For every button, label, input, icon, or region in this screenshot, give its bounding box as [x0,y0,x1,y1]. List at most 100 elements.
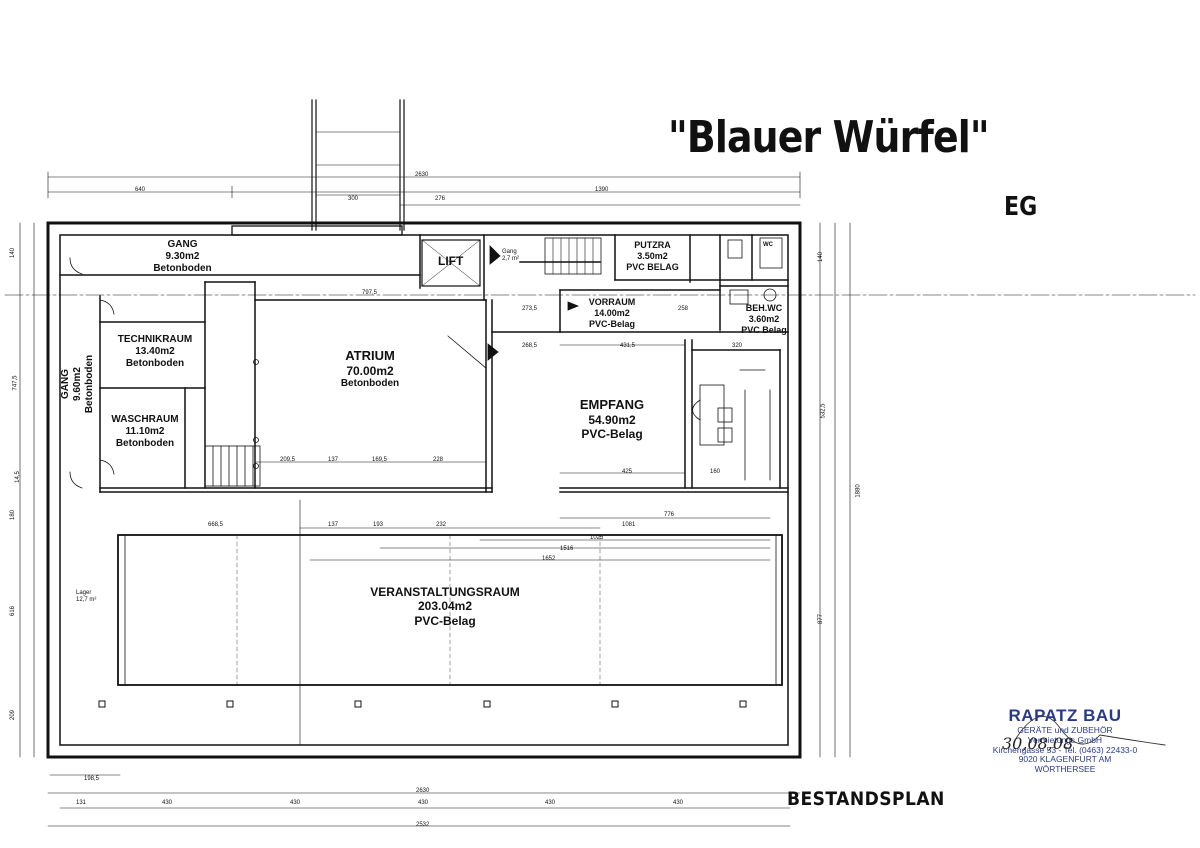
room-area: 3.50m2 [637,250,668,261]
door-swings [69,245,580,489]
dimension-label: 1081 [622,522,636,528]
room-floor: PVC-Belag [414,613,476,628]
dimension-label: 300 [348,196,359,202]
lift-label: LIFT [438,254,464,268]
dimension-label: 273,5 [522,306,538,312]
room-area: 3.60m2 [748,313,780,324]
gang-small-area: 2,7 m² [502,256,520,263]
room-area: 54.90m2 [588,412,636,427]
dimension-label: 776 [664,512,675,518]
room-floor: Betonboden [115,438,175,449]
dimension-label: 140 [10,247,17,259]
dimension-label: 1652 [542,556,556,562]
room-name: BEH.WC [745,303,783,313]
service-rooms [519,234,789,333]
dimension-label: 320 [732,343,743,349]
company-stamp: RAPATZ BAU GERÄTE und ZUBEHÖR Vermietung… [990,706,1140,775]
dimension-label: 640 [135,187,146,193]
dimension-label: 425 [622,469,633,475]
dimension-label: 258 [678,306,689,312]
dimension-label: 532,5 [820,403,827,419]
dimension-label: 228 [433,457,444,463]
dimension-label: 160 [710,469,721,475]
lager-name: Lager [76,590,92,596]
room-beh-wc: BEH.WC 3.60m2 PVC Belag [732,303,796,335]
room-atrium: ATRIUM 70.00m2 Betonboden [310,348,430,390]
dimension-lines [19,171,851,827]
room-area: 9.60m2 [72,367,83,401]
dimension-label: 616 [10,605,17,617]
dimension-label: 2630 [415,172,429,178]
signature-scribble [1014,716,1166,746]
room-veranstaltungsraum: VERANSTALTUNGSRAUM 203.04m2 PVC-Belag [345,585,545,628]
dimension-label: 14,5 [14,471,21,483]
dimension-label: 276 [435,196,446,202]
dimension-label: 131 [76,800,87,806]
room-floor: Betonboden [125,358,185,369]
dimension-label: 1880 [855,484,862,498]
dimension-label: 1390 [595,187,609,193]
signature: 30,08,08 [1002,734,1074,753]
room-area: 13.40m2 [135,346,175,357]
dimension-label: 430 [162,800,173,806]
room-name: GANG [60,369,71,399]
room-name: PUTZRA [634,240,671,250]
room-vorraum: VORRAUM 14.00m2 PVC-Belag [572,297,652,329]
room-name: ATRIUM [345,348,395,363]
room-name: EMPFANG [579,397,645,412]
stamp-line-3: Kirchengasse 53 - Tel. (0463) 22433-0 [992,744,1138,755]
drawing-title: "Blauer Würfel" [668,112,990,163]
room-name: VERANSTALTUNGSRAUM [370,585,520,599]
room-floor: PVC-Belag [588,318,635,329]
dimension-label: 747,5 [12,375,19,391]
room-floor: Betonboden [340,377,400,389]
atrium-stair [204,359,261,487]
gang-small-label: Gang 2,7 m² [502,249,519,263]
room-area: 9.30m2 [165,251,200,262]
room-area: 203.04m2 [417,599,473,614]
entrance-bridge [231,99,405,236]
dimension-label: 1516 [560,546,574,552]
room-gang-left: GANG 9.60m2 Betonboden [60,339,96,429]
dimension-label: 2532 [416,822,430,828]
dimension-label: 431,5 [620,343,636,349]
floor-label: EG [1004,192,1038,222]
dimension-label: 209,5 [280,457,296,463]
room-floor: PVC-Belag [581,426,643,441]
room-gang-top: GANG 9.30m2 Betonboden [130,239,235,275]
plan-type-label: BESTANDSPLAN [787,788,945,810]
dimension-label: 2630 [416,788,430,794]
inner-wall [59,234,789,746]
room-area: 11.10m2 [125,426,165,437]
room-technikraum: TECHNIKRAUM 13.40m2 Betonboden [103,334,207,370]
dimension-label: 137 [328,522,339,528]
dimension-label: 169,5 [372,457,388,463]
outer-wall [46,221,802,759]
room-waschraum: WASCHRAUM 11.10m2 Betonboden [102,414,188,450]
dimension-label: 193 [373,522,384,528]
stamp-line-4: 9020 KLAGENFURT AM WÖRTHERSEE [1018,754,1112,775]
room-name: WASCHRAUM [111,414,179,425]
stamp-line-1: GERÄTE und ZUBEHÖR [1017,725,1113,735]
room-name: TECHNIKRAUM [117,334,193,345]
dimension-label: 877 [818,613,825,625]
dimension-label: 430 [290,800,301,806]
room-floor: Betonboden [153,263,212,274]
dimension-label: 268,5 [522,343,538,349]
dimension-label: 232 [436,522,447,528]
room-floor: Betonboden [84,354,95,414]
room-area: 70.00m2 [346,363,394,378]
wc-label: WC [763,242,773,248]
dimension-label: 430 [673,800,684,806]
room-floor: PVC BELAG [626,261,679,272]
dimension-label: 209 [10,709,17,721]
empfang-walls [491,331,789,493]
dimension-label: 668,5 [208,522,224,528]
event-hall [98,499,783,746]
room-name: VORRAUM [588,297,636,307]
room-empfang: EMPFANG 54.90m2 PVC-Belag [556,397,668,441]
lager-label: Lager 12,7 m² [76,590,96,604]
dimension-label: 198,5 [84,776,100,782]
dimension-label: 137 [328,457,339,463]
